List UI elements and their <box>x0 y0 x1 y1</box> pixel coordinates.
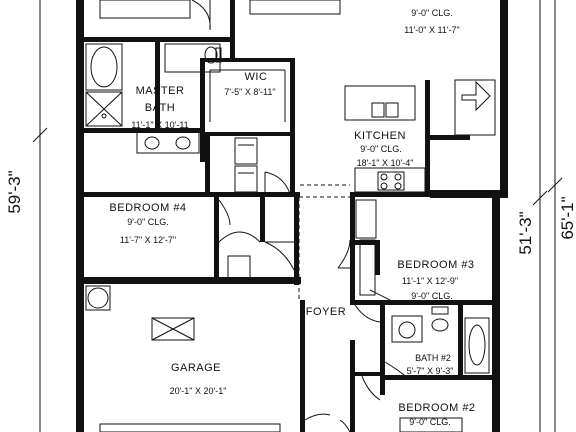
wic-size: 7'-5" X 8'-11" <box>224 87 275 97</box>
foyer-name: FOYER <box>306 306 346 318</box>
kitchen-ceiling: 9'-0" CLG. <box>360 144 401 154</box>
bath-2-name: BATH #2 <box>415 353 451 363</box>
bedroom-2-name: BEDROOM #2 <box>398 402 475 414</box>
room-top-right: 9'-0" CLG. 11'-0" X 11'-7" <box>404 8 460 35</box>
bedroom-4-size: 11'-7" X 12'-7" <box>120 235 176 245</box>
overall-dim-right-outer: 65'-1" <box>558 196 576 239</box>
bedroom-4-name: BEDROOM #4 <box>109 202 186 214</box>
bedroom-3-ceiling: 9'-0" CLG. <box>411 291 452 301</box>
master-bath-size: 11'-1" X 10'-11 <box>131 120 188 130</box>
room-bath-2: BATH #2 5'-7" X 9'-3" <box>407 353 454 376</box>
bedroom-3-size: 11'-1" X 12'-9" <box>402 276 458 286</box>
overall-dim-left: 59'-3" <box>5 170 24 213</box>
interior-walls <box>84 0 492 432</box>
top-right-ceiling: 9'-0" CLG. <box>411 8 452 18</box>
kitchen-name: KITCHEN <box>354 130 406 142</box>
wic-name: WIC <box>245 71 268 83</box>
bedroom-4-ceiling: 9'-0" CLG. <box>127 217 168 227</box>
room-garage: GARAGE 20'-1" X 20'-1" <box>170 362 227 396</box>
foyer-openings <box>298 184 350 300</box>
doors <box>218 171 405 432</box>
bath-2-size: 5'-7" X 9'-3" <box>407 366 454 376</box>
top-right-size: 11'-0" X 11'-7" <box>404 25 460 35</box>
room-wic: WIC 7'-5" X 8'-11" <box>224 71 275 97</box>
bedroom-2-ceiling: 9'-0" CLG. <box>409 417 450 427</box>
master-bath-name-1: MASTER <box>136 85 185 97</box>
bedroom-3-name: BEDROOM #3 <box>397 259 474 271</box>
kitchen-size: 18'-1" X 10'-4" <box>357 158 414 168</box>
room-bedroom-2: BEDROOM #2 9'-0" CLG. <box>398 402 475 427</box>
room-bedroom-4: BEDROOM #4 9'-0" CLG. 11'-7" X 12'-7" <box>109 202 186 245</box>
garage-name: GARAGE <box>171 362 221 374</box>
room-kitchen: KITCHEN 9'-0" CLG. 18'-1" X 10'-4" <box>354 130 413 168</box>
dimension-lines <box>32 0 563 432</box>
fixtures <box>85 0 496 432</box>
master-bath-name-2: BATH <box>145 102 176 114</box>
exterior-walls <box>76 0 508 432</box>
garage-size: 20'-1" X 20'-1" <box>170 386 227 396</box>
room-master-bath: MASTER BATH 11'-1" X 10'-11 <box>131 85 188 130</box>
overall-dim-right-inner: 51'-3" <box>516 211 535 254</box>
room-bedroom-3: BEDROOM #3 11'-1" X 12'-9" 9'-0" CLG. <box>397 259 474 301</box>
